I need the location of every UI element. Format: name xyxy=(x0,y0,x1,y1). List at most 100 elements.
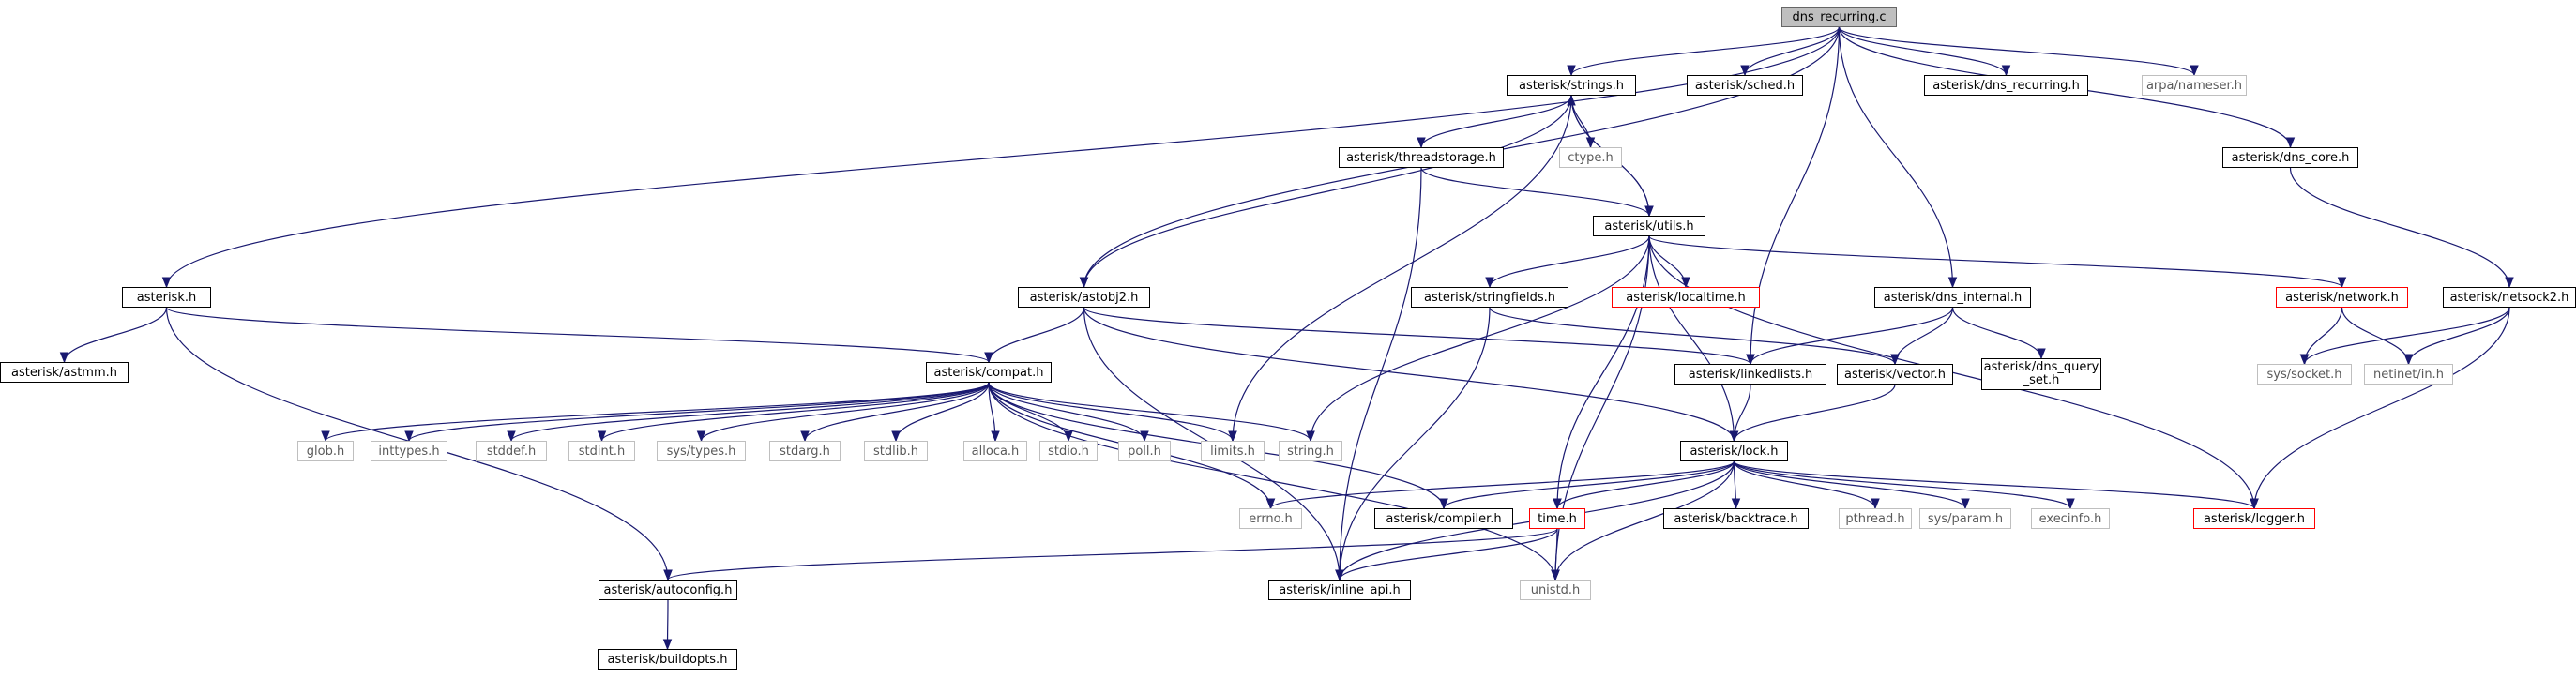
node-localtime-h[interactable]: asterisk/localtime.h xyxy=(1612,287,1760,308)
node-threadstorage-h[interactable]: asterisk/threadstorage.h xyxy=(1339,147,1504,168)
arrowhead-time-h-to-inline-api-h xyxy=(1335,569,1344,581)
arrowhead-netsock2-h-to-netinet-in-h xyxy=(2403,354,2414,366)
node-asterisk-h[interactable]: asterisk.h xyxy=(122,287,211,308)
edge-lock-h-to-time-h xyxy=(1556,460,1735,509)
edge-dns-recurring-c-to-linkedlists-h xyxy=(1750,26,1841,365)
node-stringfields-h[interactable]: asterisk/stringfields.h xyxy=(1411,287,1568,308)
node-stdlib-h: stdlib.h xyxy=(864,441,928,461)
node-glob-h: glob.h xyxy=(297,441,354,461)
node-inline-api-h[interactable]: asterisk/inline_api.h xyxy=(1268,580,1411,600)
edge-astobj2-h-to-lock-h xyxy=(1083,307,1735,442)
node-buildopts-h[interactable]: asterisk/buildopts.h xyxy=(598,649,737,670)
arrowhead-compat-h-to-stdint-h xyxy=(597,430,607,443)
edge-dns-recurring-c-to-sched-h xyxy=(1744,26,1841,76)
arrowhead-lock-h-to-logger-h xyxy=(2250,498,2259,510)
node-sys-types-h: sys/types.h xyxy=(657,441,746,461)
arrowhead-time-h-to-unistd-h xyxy=(1551,569,1560,581)
node-dns-internal-h[interactable]: asterisk/dns_internal.h xyxy=(1874,287,2031,308)
edge-lock-h-to-errno-h xyxy=(1269,460,1735,509)
node-astobj2-h[interactable]: asterisk/astobj2.h xyxy=(1018,287,1150,308)
arrowhead-dns-recurring-c-to-dns-recurring-h xyxy=(2001,65,2011,77)
edge-dns-recurring-c-to-strings-h xyxy=(1570,26,1841,76)
arrowhead-astobj2-h-to-compat-h xyxy=(984,352,993,364)
arrowhead-dns-recurring-c-to-dns-core-h xyxy=(2285,137,2296,149)
node-dns-recurring-c[interactable]: dns_recurring.c xyxy=(1781,7,1897,27)
edge-netsock2-h-to-sys-socket-h xyxy=(2303,307,2510,365)
arrowhead-compat-h-to-limits-h xyxy=(1228,430,1237,443)
arrowhead-strings-h-to-threadstorage-h xyxy=(1417,137,1426,149)
node-netinet-in-h: netinet/in.h xyxy=(2364,364,2453,385)
node-strings-h[interactable]: asterisk/strings.h xyxy=(1507,75,1636,96)
edge-lock-h-to-execinfo-h xyxy=(1733,460,2071,509)
arrowhead-vector-h-to-lock-h xyxy=(1729,430,1739,443)
arrowhead-dns-recurring-c-to-sched-h xyxy=(1740,65,1750,77)
node-dns-recurring-h[interactable]: asterisk/dns_recurring.h xyxy=(1924,75,2088,96)
arrowhead-dns-internal-h-to-linkedlists-h xyxy=(1746,354,1755,366)
edge-utils-h-to-time-h xyxy=(1556,235,1650,509)
arrowhead-time-h-to-autoconfig-h xyxy=(663,569,673,581)
arrowhead-compat-h-to-alloca-h xyxy=(991,430,1000,443)
arrowhead-dns-internal-h-to-vector-h xyxy=(1890,354,1900,366)
arrowhead-compat-h-to-stdlib-h xyxy=(891,430,901,443)
node-network-h[interactable]: asterisk/network.h xyxy=(2276,287,2408,308)
edge-dns-internal-h-to-linkedlists-h xyxy=(1750,307,1954,365)
edge-dns-internal-h-to-dns-query-set-h xyxy=(1951,307,2042,359)
node-dns-core-h[interactable]: asterisk/dns_core.h xyxy=(2222,147,2358,168)
node-stdint-h: stdint.h xyxy=(568,441,635,461)
edge-strings-h-to-limits-h xyxy=(1232,95,1572,442)
node-time-h[interactable]: time.h xyxy=(1529,508,1585,529)
node-errno-h: errno.h xyxy=(1239,508,1302,529)
node-ctype-h: ctype.h xyxy=(1559,147,1622,168)
edge-astobj2-h-to-compat-h xyxy=(988,307,1085,363)
node-compat-h[interactable]: asterisk/compat.h xyxy=(926,362,1052,383)
edge-lock-h-to-sys-param-h xyxy=(1733,460,1966,509)
node-stdarg-h: stdarg.h xyxy=(769,441,841,461)
arrowhead-dns-recurring-c-to-asterisk-h xyxy=(161,277,172,289)
edge-compat-h-to-unistd-h xyxy=(988,382,1556,581)
arrowhead-dns-recurring-c-to-dns-internal-h xyxy=(1947,277,1958,289)
edge-dns-recurring-c-to-nameser-h xyxy=(1838,26,2195,76)
arrowhead-dns-recurring-c-to-nameser-h xyxy=(2190,65,2199,77)
node-sched-h[interactable]: asterisk/sched.h xyxy=(1687,75,1803,96)
edge-threadstorage-h-to-utils-h xyxy=(1420,167,1650,217)
edge-dns-core-h-to-netsock2-h xyxy=(2289,167,2510,288)
arrowhead-netsock2-h-to-sys-socket-h xyxy=(2299,354,2310,366)
node-lock-h[interactable]: asterisk/lock.h xyxy=(1680,441,1788,461)
arrowhead-dns-internal-h-to-dns-query-set-h xyxy=(2037,348,2046,360)
edge-netsock2-h-to-logger-h xyxy=(2253,307,2510,509)
node-stdio-h: stdio.h xyxy=(1039,441,1098,461)
arrowhead-compat-h-to-sys-types-h xyxy=(696,430,706,443)
edge-compat-h-to-string-h xyxy=(988,382,1311,442)
edge-time-h-to-inline-api-h xyxy=(1339,528,1558,581)
arrowhead-compat-h-to-poll-h xyxy=(1140,430,1149,443)
node-astmm-h[interactable]: asterisk/astmm.h xyxy=(0,362,129,383)
edge-compat-h-to-stdarg-h xyxy=(804,382,990,442)
arrowhead-dns-recurring-c-to-strings-h xyxy=(1567,65,1576,77)
arrowhead-compat-h-to-stddef-h xyxy=(507,430,516,443)
edge-compat-h-to-limits-h xyxy=(988,382,1234,442)
arrowhead-compat-h-to-stdarg-h xyxy=(800,430,810,443)
node-pthread-h: pthread.h xyxy=(1839,508,1912,529)
node-linkedlists-h[interactable]: asterisk/linkedlists.h xyxy=(1674,364,1826,385)
edge-netsock2-h-to-netinet-in-h xyxy=(2407,307,2510,365)
node-vector-h[interactable]: asterisk/vector.h xyxy=(1837,364,1953,385)
arrowhead-dns-core-h-to-netsock2-h xyxy=(2505,277,2514,289)
node-utils-h[interactable]: asterisk/utils.h xyxy=(1593,216,1705,236)
edge-network-h-to-netinet-in-h xyxy=(2341,307,2410,365)
node-logger-h[interactable]: asterisk/logger.h xyxy=(2193,508,2315,529)
edge-compat-h-to-stdlib-h xyxy=(895,382,990,442)
edge-lock-h-to-compiler-h xyxy=(1443,460,1735,509)
node-netsock2-h[interactable]: asterisk/netsock2.h xyxy=(2443,287,2576,308)
node-backtrace-h[interactable]: asterisk/backtrace.h xyxy=(1663,508,1809,529)
node-dns-query-set-h[interactable]: asterisk/dns_query _set.h xyxy=(1981,358,2101,390)
edge-threadstorage-h-to-inline-api-h xyxy=(1339,167,1422,581)
node-stddef-h: stddef.h xyxy=(476,441,547,461)
edge-dns-recurring-c-to-asterisk-h xyxy=(165,26,1841,288)
edge-network-h-to-sys-socket-h xyxy=(2303,307,2343,365)
arrowhead-utils-h-to-stringfields-h xyxy=(1485,277,1494,289)
node-autoconfig-h[interactable]: asterisk/autoconfig.h xyxy=(599,580,737,600)
node-execinfo-h: execinfo.h xyxy=(2031,508,2110,529)
arrowhead-compat-h-to-string-h xyxy=(1306,430,1315,443)
node-compiler-h[interactable]: asterisk/compiler.h xyxy=(1374,508,1513,529)
